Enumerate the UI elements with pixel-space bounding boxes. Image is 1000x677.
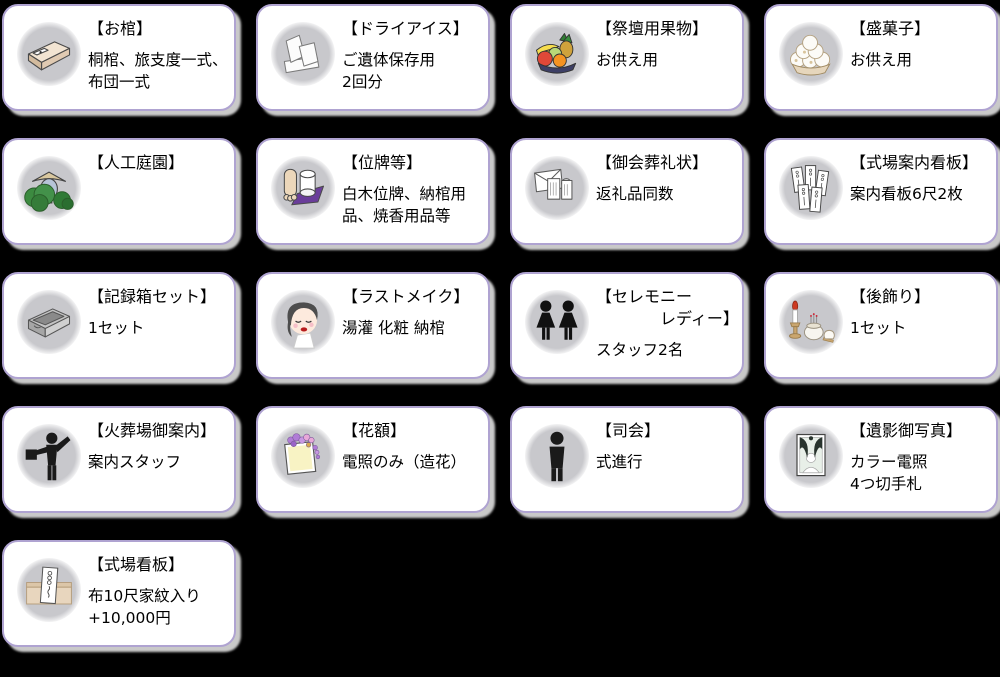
item-title: 【花額】	[342, 421, 407, 440]
condolence-letter-icon	[525, 156, 589, 220]
item-card-ceremony-ladies: 【セレモニー レディー】 スタッフ2名	[510, 272, 744, 379]
venue-guide-signs-icon	[779, 156, 843, 220]
item-description: お供え用	[596, 51, 659, 69]
dry-ice-icon	[271, 22, 335, 86]
item-description: 案内看板6尺2枚	[850, 185, 963, 203]
mc-person-icon	[525, 424, 589, 488]
item-description: 式進行	[596, 453, 643, 471]
item-title: 【ラストメイク】	[342, 287, 470, 306]
item-description: 返礼品同数	[596, 185, 674, 203]
item-card-sweets: 【盛菓子】 お供え用	[764, 4, 998, 111]
item-title: 【お棺】	[88, 19, 153, 38]
fruit-offering-icon	[525, 22, 589, 86]
item-card-crematory-guide: 【火葬場御案内】 案内スタッフ	[2, 406, 236, 513]
item-title: 【盛菓子】	[850, 19, 931, 38]
item-card-mc: 【司会】 式進行	[510, 406, 744, 513]
item-title: 【司会】	[596, 421, 661, 440]
item-card-condolence-letter: 【御会葬礼状】 返礼品同数	[510, 138, 744, 245]
item-title: 【記録箱セット】	[88, 287, 217, 306]
item-card-dry-ice: 【ドライアイス】 ご遺体保存用 2回分	[256, 4, 490, 111]
last-makeup-icon	[271, 290, 335, 354]
item-card-grid: 【お棺】 桐棺、旅支度一式、布団一式 【ドライアイス】 ご遺体保存用 2回分	[2, 4, 998, 647]
item-title: 【遺影御写真】	[850, 421, 963, 440]
item-description: 白木位牌、納棺用品、焼香用品等	[342, 185, 467, 225]
item-description: スタッフ2名	[596, 341, 684, 359]
item-title: 【セレモニー レディー】	[596, 287, 739, 328]
item-card-memorial-portrait: 【遺影御写真】 カラー電照 4つ切手札	[764, 406, 998, 513]
item-title: 【式場看板】	[88, 555, 185, 574]
item-description: お供え用	[850, 51, 913, 69]
item-title: 【祭壇用果物】	[596, 19, 709, 38]
flower-frame-icon	[271, 424, 335, 488]
record-box-icon	[17, 290, 81, 354]
item-title: 【人工庭園】	[88, 153, 185, 172]
crematory-guide-icon	[17, 424, 81, 488]
memorial-portrait-icon	[779, 424, 843, 488]
item-card-altar-fruit: 【祭壇用果物】 お供え用	[510, 4, 744, 111]
item-card-flower-frame: 【花額】 電照のみ（造花）	[256, 406, 490, 513]
item-description: 案内スタッフ	[88, 453, 182, 471]
coffin-icon	[17, 22, 81, 86]
item-card-artificial-garden: 【人工庭園】	[2, 138, 236, 245]
item-title: 【御会葬礼状】	[596, 153, 709, 172]
item-card-coffin: 【お棺】 桐棺、旅支度一式、布団一式	[2, 4, 236, 111]
venue-signboard-icon	[17, 558, 81, 622]
sweets-offering-icon	[779, 22, 843, 86]
item-card-after-altar: 【後飾り】 1セット	[764, 272, 998, 379]
item-description: 電照のみ（造花）	[342, 453, 467, 471]
artificial-garden-icon	[17, 156, 81, 220]
item-description: 桐棺、旅支度一式、布団一式	[88, 51, 228, 91]
after-altar-icon	[779, 290, 843, 354]
item-card-record-box: 【記録箱セット】 1セット	[2, 272, 236, 379]
item-description: カラー電照 4つ切手札	[850, 453, 928, 493]
memorial-tablet-icon	[271, 156, 335, 220]
item-description: 1セット	[850, 319, 907, 337]
item-description: ご遺体保存用 2回分	[342, 51, 436, 91]
item-card-memorial-tablet: 【位牌等】 白木位牌、納棺用品、焼香用品等	[256, 138, 490, 245]
item-description: 湯灌 化粧 納棺	[342, 319, 445, 337]
item-card-venue-guide-signs: 【式場案内看板】 案内看板6尺2枚	[764, 138, 998, 245]
item-title: 【位牌等】	[342, 153, 423, 172]
item-description: 布10尺家紋入り +10,000円	[88, 587, 201, 627]
item-title: 【後飾り】	[850, 287, 931, 306]
item-title: 【式場案内看板】	[850, 153, 979, 172]
item-card-last-makeup: 【ラストメイク】 湯灌 化粧 納棺	[256, 272, 490, 379]
item-title: 【火葬場御案内】	[88, 421, 217, 440]
item-card-venue-signboard: 【式場看板】 布10尺家紋入り +10,000円	[2, 540, 236, 647]
item-title: 【ドライアイス】	[342, 19, 469, 38]
ceremony-ladies-icon	[525, 290, 589, 354]
item-description: 1セット	[88, 319, 145, 337]
